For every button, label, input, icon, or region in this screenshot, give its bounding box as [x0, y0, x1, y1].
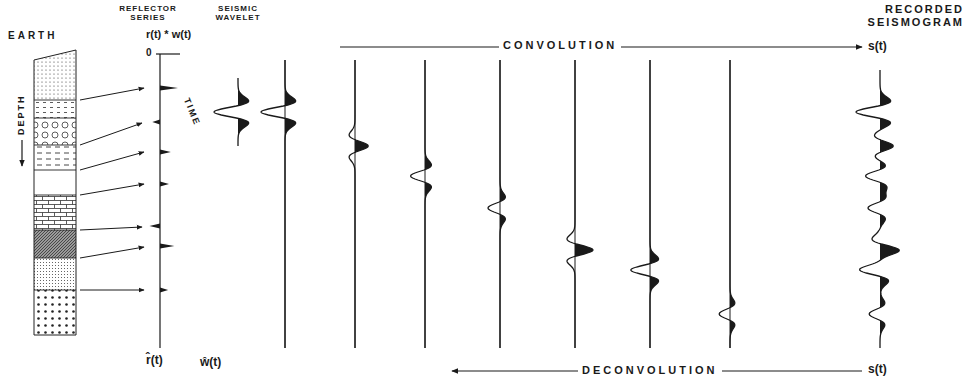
reflection-spike: [160, 150, 171, 155]
depth-label: DEPTH: [16, 94, 26, 135]
earth-outline: [34, 50, 76, 335]
positive-fill: [575, 60, 593, 348]
recorded-seismogram: [856, 70, 899, 348]
reflection-spike: [160, 86, 178, 91]
positive-fill: [238, 78, 249, 146]
wiggle: [631, 60, 659, 348]
convolution-trace: [631, 60, 659, 348]
positive-fill: [500, 60, 505, 348]
reflection-spike: [152, 120, 160, 125]
time-zero: 0: [146, 47, 152, 59]
wiggle: [214, 78, 249, 146]
wiggle: [567, 60, 593, 348]
convolution-label: CONVOLUTION: [499, 39, 621, 52]
time-zero-tick: [156, 53, 180, 54]
time-axis-label: TIME: [182, 96, 203, 127]
convolution-trace: [261, 60, 296, 348]
reflection-spike: [160, 288, 168, 293]
estimated-wavelet: ŵ(t): [200, 356, 221, 370]
estimated-reflectivity: r̂(t): [146, 354, 163, 368]
seismogram-symbol: s(t): [868, 40, 887, 54]
reflection-spike: [150, 224, 161, 229]
wiggle: [349, 60, 368, 348]
convolution-trace: [719, 60, 735, 348]
reflection-spike: [160, 244, 174, 249]
reflection-arrows: [80, 88, 144, 290]
seismic-wavelet-heading: SEISMIC WAVELET: [205, 4, 271, 22]
convolution-trace: [567, 60, 593, 348]
reflection-spike: [160, 182, 169, 187]
wiggle: [261, 60, 296, 348]
wavelet-traces: [150, 60, 900, 348]
wiggle: [488, 60, 505, 348]
positive-fill: [650, 60, 659, 348]
earth-column: [30, 40, 80, 335]
deconvolution-label: DECONVOLUTION: [578, 364, 722, 377]
wiggle: [856, 70, 899, 348]
convolution-trace: [411, 60, 432, 348]
reflector-axis: [159, 54, 160, 348]
convolution-trace: [488, 60, 505, 348]
wiggle: [411, 60, 432, 348]
depth-arrow: [21, 140, 22, 166]
seismogram-symbol: s(t): [868, 363, 887, 377]
reflector-series-heading: REFLECTOR SERIES: [112, 4, 184, 22]
convolution-trace: [349, 60, 368, 348]
positive-fill: [425, 60, 431, 348]
seismic-wavelet: [214, 78, 249, 146]
positive-fill: [355, 60, 368, 348]
recorded-seismogram-heading: RECORDED SEISMOGRAM: [830, 3, 964, 28]
earth-heading: EARTH: [8, 30, 57, 42]
wiggle: [719, 60, 735, 348]
convolution-equation: r(t) * w(t): [146, 28, 191, 41]
